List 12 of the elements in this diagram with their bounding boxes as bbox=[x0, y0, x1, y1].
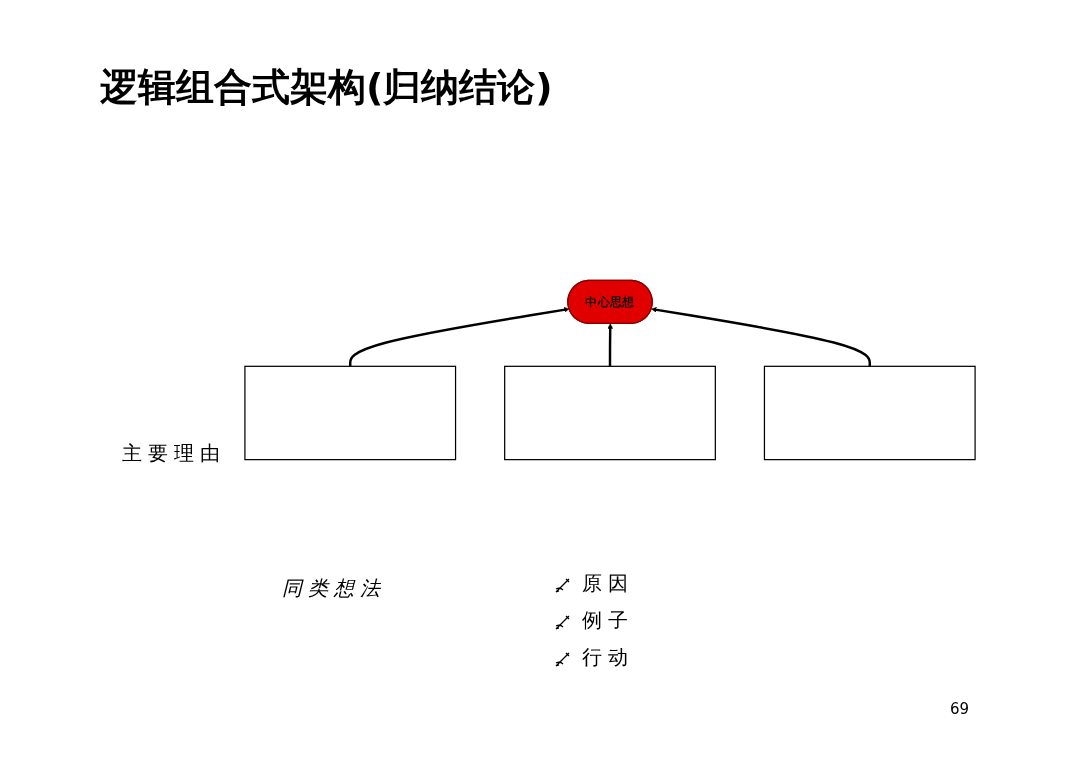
list-item: 行动 bbox=[582, 644, 634, 671]
page-number: 69 bbox=[950, 700, 970, 718]
arrow bbox=[349, 307, 570, 367]
side-label: 主要理由 bbox=[122, 440, 226, 467]
arrow bbox=[607, 323, 613, 367]
title: 逻辑组合式架构(归纳结论) bbox=[100, 64, 553, 111]
list-item: 原因 bbox=[582, 570, 634, 597]
node-box bbox=[763, 365, 976, 461]
category-label: 同类想法 bbox=[282, 575, 386, 602]
node-box bbox=[244, 365, 457, 461]
node-box bbox=[504, 365, 716, 461]
list-item: 例子 bbox=[582, 607, 634, 634]
